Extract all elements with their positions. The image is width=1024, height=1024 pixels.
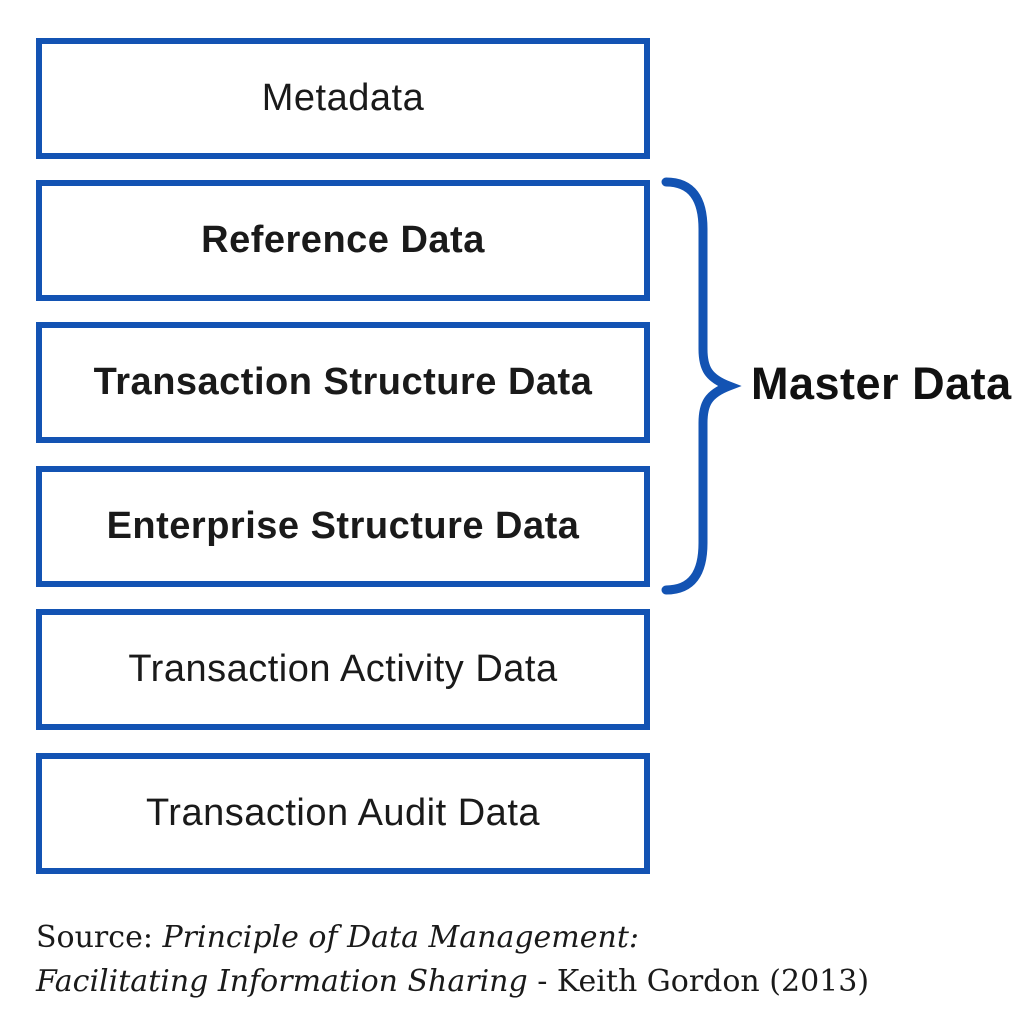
source-title-line1: Principle of Data Management: [162,920,639,955]
box-reference-data-label: Reference Data [201,219,485,261]
box-reference-data: Reference Data [36,180,650,301]
box-transaction-audit-data-label: Transaction Audit Data [145,792,541,834]
box-transaction-activity-data: Transaction Activity Data [36,609,650,730]
source-citation-line1: Source: Principle of Data Management: [36,916,869,960]
source-prefix: Source: [36,920,163,955]
box-transaction-structure-data-label: Transaction Structure Data [93,361,593,403]
curly-brace-icon [650,175,745,600]
source-citation: Source: Principle of Data Management: Fa… [36,916,869,1004]
box-metadata: Metadata [36,38,650,159]
box-metadata-label: Metadata [261,77,425,119]
source-suffix: - Keith Gordon (2013) [527,964,870,999]
box-enterprise-structure-data-label: Enterprise Structure Data [106,505,580,547]
source-citation-line2: Facilitating Information Sharing - Keith… [36,960,869,1004]
master-data-label: Master Data [751,358,1012,409]
box-transaction-audit-data: Transaction Audit Data [36,753,650,874]
box-transaction-activity-data-label: Transaction Activity Data [128,648,558,690]
box-enterprise-structure-data: Enterprise Structure Data [36,466,650,587]
box-transaction-structure-data: Transaction Structure Data [36,322,650,443]
source-title-line2: Facilitating Information Sharing [36,964,528,999]
